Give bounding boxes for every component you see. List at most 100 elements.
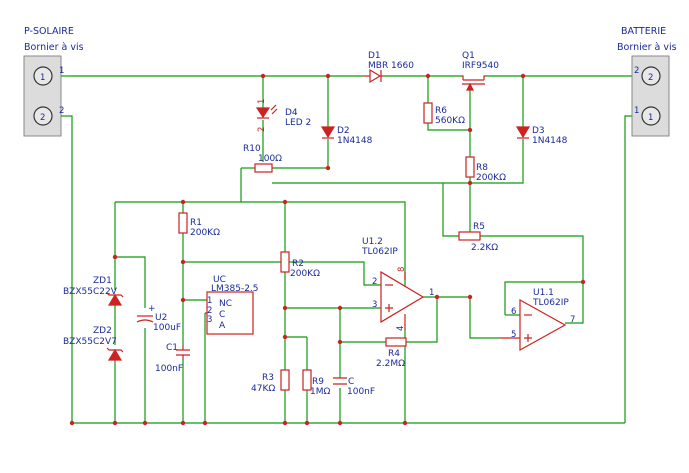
resistor-r4: R4 2.2MΩ	[376, 337, 407, 369]
svg-text:2: 2	[207, 306, 212, 316]
terminal-screw	[641, 106, 661, 126]
svg-text:D4: D4	[285, 108, 298, 118]
diode-d1: D1 MBR 1660	[364, 51, 414, 84]
svg-text:R1: R1	[190, 218, 202, 228]
svg-text:TL062IP: TL062IP	[532, 298, 569, 308]
connector-subtitle: Bornier à vis	[617, 42, 677, 53]
svg-text:ZD1: ZD1	[93, 276, 112, 286]
mosfet-q1: Q1 IRF9540	[461, 51, 499, 91]
svg-text:1MΩ: 1MΩ	[310, 387, 330, 397]
svg-text:2: 2	[257, 127, 267, 132]
svg-text:6: 6	[511, 307, 516, 317]
svg-text:LM385-2.5: LM385-2.5	[211, 284, 259, 294]
svg-text:C: C	[348, 377, 354, 387]
capacitor-u2: + U2 100uF	[136, 304, 181, 333]
svg-text:100nF: 100nF	[347, 387, 375, 397]
svg-text:MBR 1660: MBR 1660	[368, 61, 414, 71]
svg-text:200KΩ: 200KΩ	[290, 269, 320, 279]
svg-text:1: 1	[648, 113, 653, 123]
connector-p-solaire: P-SOLAIRE Bornier à vis 1 2 1 2	[23, 26, 84, 137]
opamp-u1-2: U1.2 TL062IP 2 3 1 8 4	[361, 237, 434, 331]
svg-text:D1: D1	[368, 51, 381, 61]
terminal-screw	[33, 66, 53, 86]
svg-text:1: 1	[257, 99, 267, 104]
junction-dots	[69, 73, 586, 426]
connector-batterie: BATTERIE Bornier à vis 2 1 2 1	[617, 26, 677, 137]
svg-text:100uF: 100uF	[153, 323, 181, 333]
svg-text:3: 3	[372, 300, 377, 310]
svg-text:R8: R8	[476, 163, 488, 173]
connector-title: BATTERIE	[621, 26, 666, 37]
svg-text:2.2MΩ: 2.2MΩ	[376, 359, 405, 369]
svg-text:1: 1	[634, 106, 639, 116]
svg-text:U2: U2	[155, 313, 167, 323]
svg-text:C: C	[219, 310, 225, 320]
svg-text:1: 1	[207, 296, 212, 306]
terminal-screw	[33, 106, 53, 126]
resistor-r2: R2 200KΩ	[280, 251, 320, 279]
svg-text:200KΩ: 200KΩ	[476, 173, 506, 183]
svg-text:560KΩ: 560KΩ	[435, 116, 465, 126]
ic-lm385: UC LM385-2.5 NC C A 1 2 3	[205, 275, 259, 335]
resistor-r10: R10 100Ω	[243, 144, 282, 173]
opamp-u1-1: U1.1 TL062IP 6 5 7	[500, 288, 575, 352]
svg-text:2: 2	[59, 106, 64, 116]
led-d4: D4 LED 2 1 2	[255, 99, 311, 132]
capacitor-c: C 100nF	[333, 377, 375, 397]
resistor-r1: R1 200KΩ	[178, 212, 220, 238]
svg-text:R2: R2	[292, 259, 304, 269]
svg-text:A: A	[219, 321, 226, 331]
svg-text:1: 1	[59, 66, 64, 76]
resistor-r5: R5 2.2KΩ	[458, 222, 498, 253]
resistor-r6: R6 560KΩ	[423, 102, 465, 126]
resistor-r8: R8 200KΩ	[465, 156, 506, 183]
svg-text:IRF9540: IRF9540	[462, 61, 499, 71]
svg-text:TL062IP: TL062IP	[361, 247, 398, 257]
svg-text:NC: NC	[219, 299, 232, 309]
svg-text:Q1: Q1	[462, 51, 475, 61]
svg-text:2: 2	[634, 66, 639, 76]
svg-text:R6: R6	[435, 106, 447, 116]
svg-text:47KΩ: 47KΩ	[251, 384, 275, 394]
diode-d3: D3 1N4148	[515, 126, 568, 146]
svg-text:100nF: 100nF	[155, 364, 183, 374]
resistor-r9: R9 1MΩ	[302, 369, 330, 397]
svg-text:2: 2	[40, 113, 45, 123]
svg-text:1N4148: 1N4148	[337, 136, 373, 146]
capacitor-c1: C1 100nF	[155, 343, 190, 374]
svg-text:3: 3	[207, 315, 212, 325]
svg-text:D3: D3	[532, 126, 545, 136]
svg-text:R4: R4	[388, 349, 400, 359]
svg-text:U1.2: U1.2	[362, 237, 383, 247]
svg-text:C1: C1	[166, 343, 178, 353]
svg-text:R3: R3	[262, 373, 274, 383]
svg-text:2: 2	[372, 277, 377, 287]
svg-text:5: 5	[511, 330, 516, 340]
svg-text:R5: R5	[473, 222, 485, 232]
svg-text:BZX55C22V: BZX55C22V	[63, 287, 118, 297]
svg-text:ZD2: ZD2	[93, 326, 112, 336]
svg-text:1: 1	[429, 288, 434, 298]
zener-zd1: ZD1 BZX55C22V	[63, 276, 124, 306]
svg-text:1: 1	[40, 73, 45, 83]
svg-text:D2: D2	[337, 126, 350, 136]
svg-text:2: 2	[648, 73, 653, 83]
wires	[70, 75, 632, 424]
svg-text:8: 8	[397, 267, 407, 272]
terminal-screw	[641, 66, 661, 86]
svg-text:7: 7	[570, 315, 575, 325]
connector-title: P-SOLAIRE	[24, 26, 74, 37]
svg-text:BZX55C2V7: BZX55C2V7	[63, 337, 117, 347]
svg-text:1N4148: 1N4148	[532, 136, 568, 146]
svg-text:UC: UC	[213, 275, 226, 285]
zener-zd2: ZD2 BZX55C2V7	[63, 326, 124, 361]
connector-subtitle: Bornier à vis	[24, 42, 84, 53]
diode-d2: D2 1N4148	[320, 126, 373, 146]
svg-text:LED 2: LED 2	[285, 118, 311, 128]
svg-text:2.2KΩ: 2.2KΩ	[471, 243, 498, 253]
resistor-r3: R3 47KΩ	[251, 369, 290, 394]
svg-text:U1.1: U1.1	[533, 288, 554, 298]
svg-text:R10: R10	[243, 144, 261, 154]
svg-text:R9: R9	[312, 377, 324, 387]
